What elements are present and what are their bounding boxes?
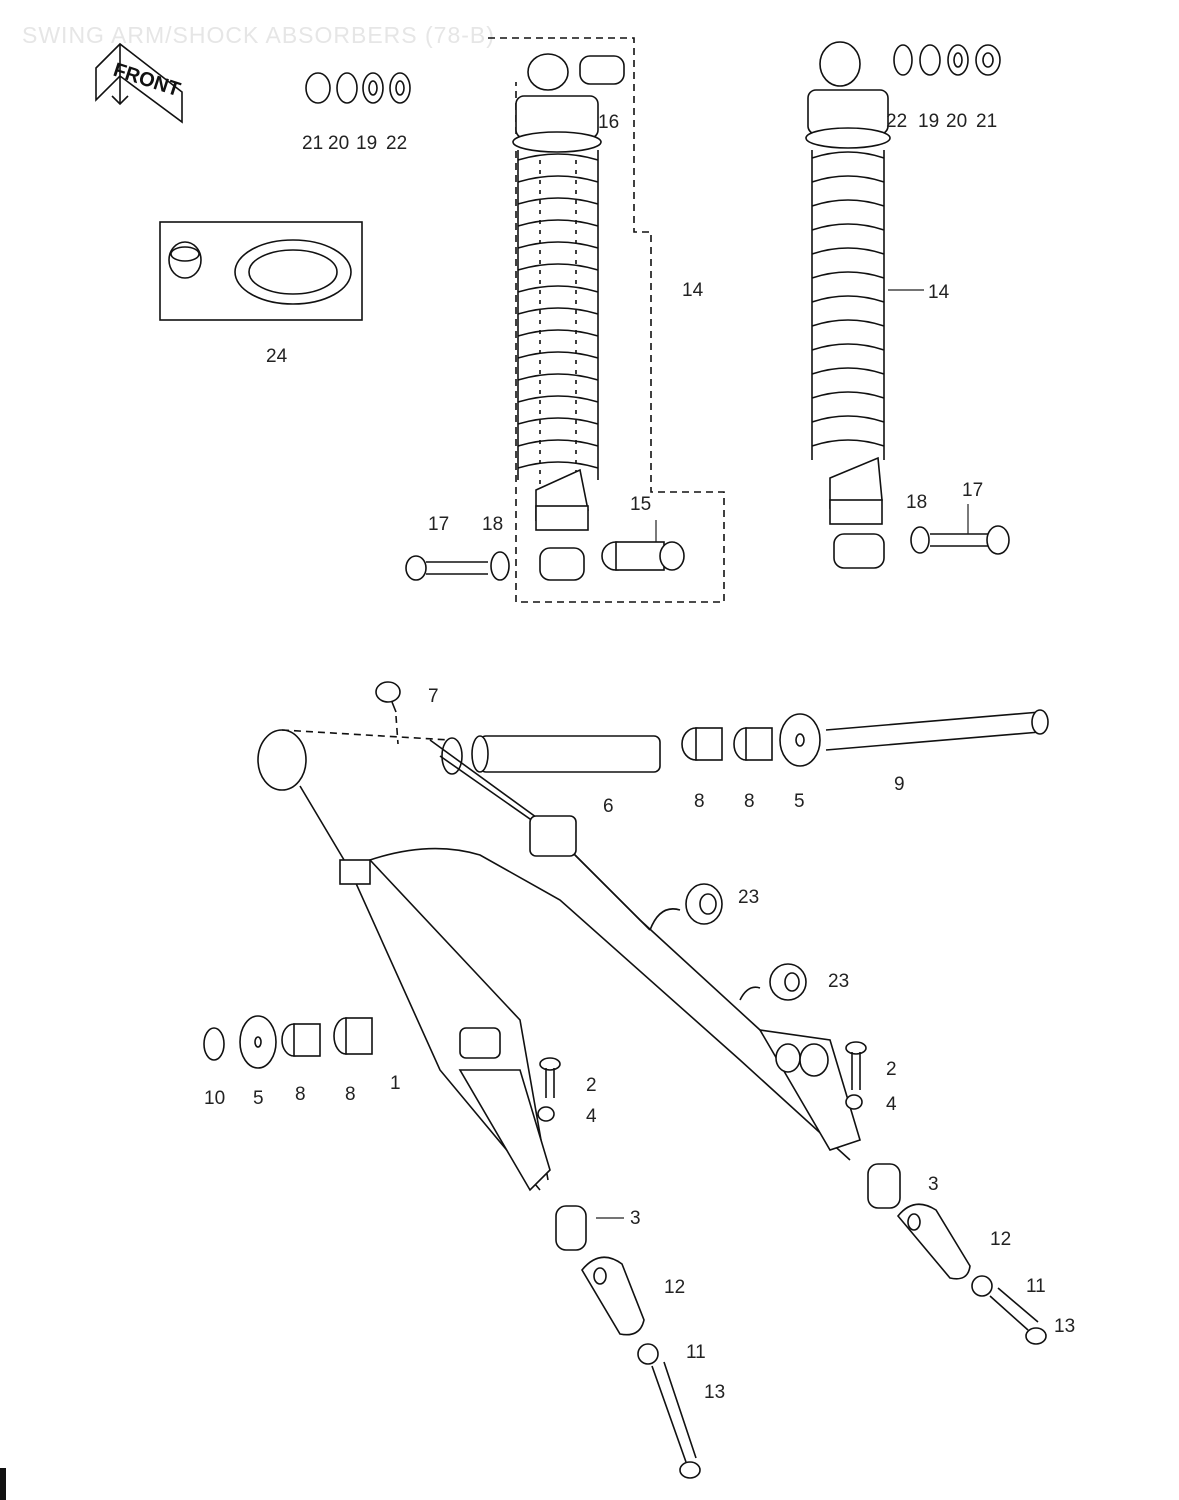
callout-17-left: 17 (428, 514, 449, 535)
callout-3-left: 3 (630, 1208, 641, 1229)
callout-10: 10 (204, 1088, 225, 1109)
callout-4-right: 4 (886, 1094, 897, 1115)
callout-5-right: 5 (794, 791, 805, 812)
chain-guide-lower-icon (739, 963, 807, 1001)
spacer-right-icon (867, 1163, 901, 1209)
swing-arm-icon (257, 729, 861, 1192)
chain-bolt-right-icon (971, 1275, 1047, 1345)
callout-8-d: 8 (345, 1084, 356, 1105)
chain-guide-upper-icon (649, 883, 723, 931)
callout-23-lower: 23 (828, 971, 849, 992)
chain-bolt-left-icon (637, 1343, 701, 1479)
callout-4-left: 4 (586, 1106, 597, 1127)
callout-9: 9 (894, 774, 905, 795)
washer-stack-rear-icon (893, 44, 1001, 76)
bolt-small-left-icon (537, 1057, 561, 1122)
shock-absorber-right-icon (805, 41, 891, 569)
callout-14-right: 14 (928, 282, 950, 303)
callout-5-left: 5 (253, 1088, 264, 1109)
pivot-parts-left-icon (203, 1015, 373, 1069)
callout-22-a: 22 (386, 133, 407, 154)
chain-adjuster-left-icon (581, 1256, 645, 1336)
bolt-small-right-icon (845, 1041, 867, 1110)
shock-group-outline (488, 37, 725, 603)
kit-box (159, 221, 363, 321)
callout-6: 6 (603, 796, 614, 817)
collar-icon (601, 541, 685, 571)
callout-3-right: 3 (928, 1174, 939, 1195)
callout-20-b: 20 (946, 111, 967, 132)
callout-12-right: 12 (990, 1229, 1011, 1250)
callout-2-right: 2 (886, 1059, 897, 1080)
callout-22-b: 22 (886, 111, 907, 132)
callout-8-a: 8 (694, 791, 705, 812)
callout-7: 7 (428, 686, 439, 707)
page-title: SWING ARM/SHOCK ABSORBERS (78-B) (22, 22, 495, 48)
callout-12-left: 12 (664, 1277, 685, 1298)
callout-21-b: 21 (976, 111, 997, 132)
callout-19-b: 19 (918, 111, 939, 132)
callout-21-a: 21 (302, 133, 323, 154)
callout-15: 15 (630, 494, 651, 515)
pivot-assembly-icon (471, 709, 1049, 773)
callout-16: 16 (598, 112, 619, 133)
callout-8-c: 8 (295, 1084, 306, 1105)
callout-14-left: 14 (682, 280, 704, 301)
callout-11-right: 11 (1026, 1276, 1046, 1297)
callout-17-right: 17 (962, 480, 983, 501)
callout-13-right: 13 (1054, 1316, 1075, 1337)
callout-23-upper: 23 (738, 887, 759, 908)
callout-24: 24 (266, 346, 288, 367)
callout-13-left: 13 (704, 1382, 725, 1403)
chain-adjuster-right-icon (896, 1203, 971, 1280)
page-edge-mark (0, 1468, 6, 1500)
washer-stack-front-icon (305, 72, 411, 104)
callout-8-b: 8 (744, 791, 755, 812)
callout-11-left: 11 (686, 1342, 706, 1363)
callout-18-right: 18 (906, 492, 927, 513)
callout-1: 1 (390, 1073, 401, 1094)
spacer-left-icon (555, 1205, 587, 1251)
bolt-left-icon (405, 551, 510, 581)
callout-19-a: 19 (356, 133, 377, 154)
shock-absorber-left-icon (512, 53, 625, 581)
callout-20-a: 20 (328, 133, 349, 154)
grease-nipple-icon (375, 681, 401, 713)
bolt-right-icon (910, 525, 1010, 555)
front-arrow-icon: FRONT (95, 42, 183, 124)
callout-18-left: 18 (482, 514, 503, 535)
callout-2-left: 2 (586, 1075, 597, 1096)
